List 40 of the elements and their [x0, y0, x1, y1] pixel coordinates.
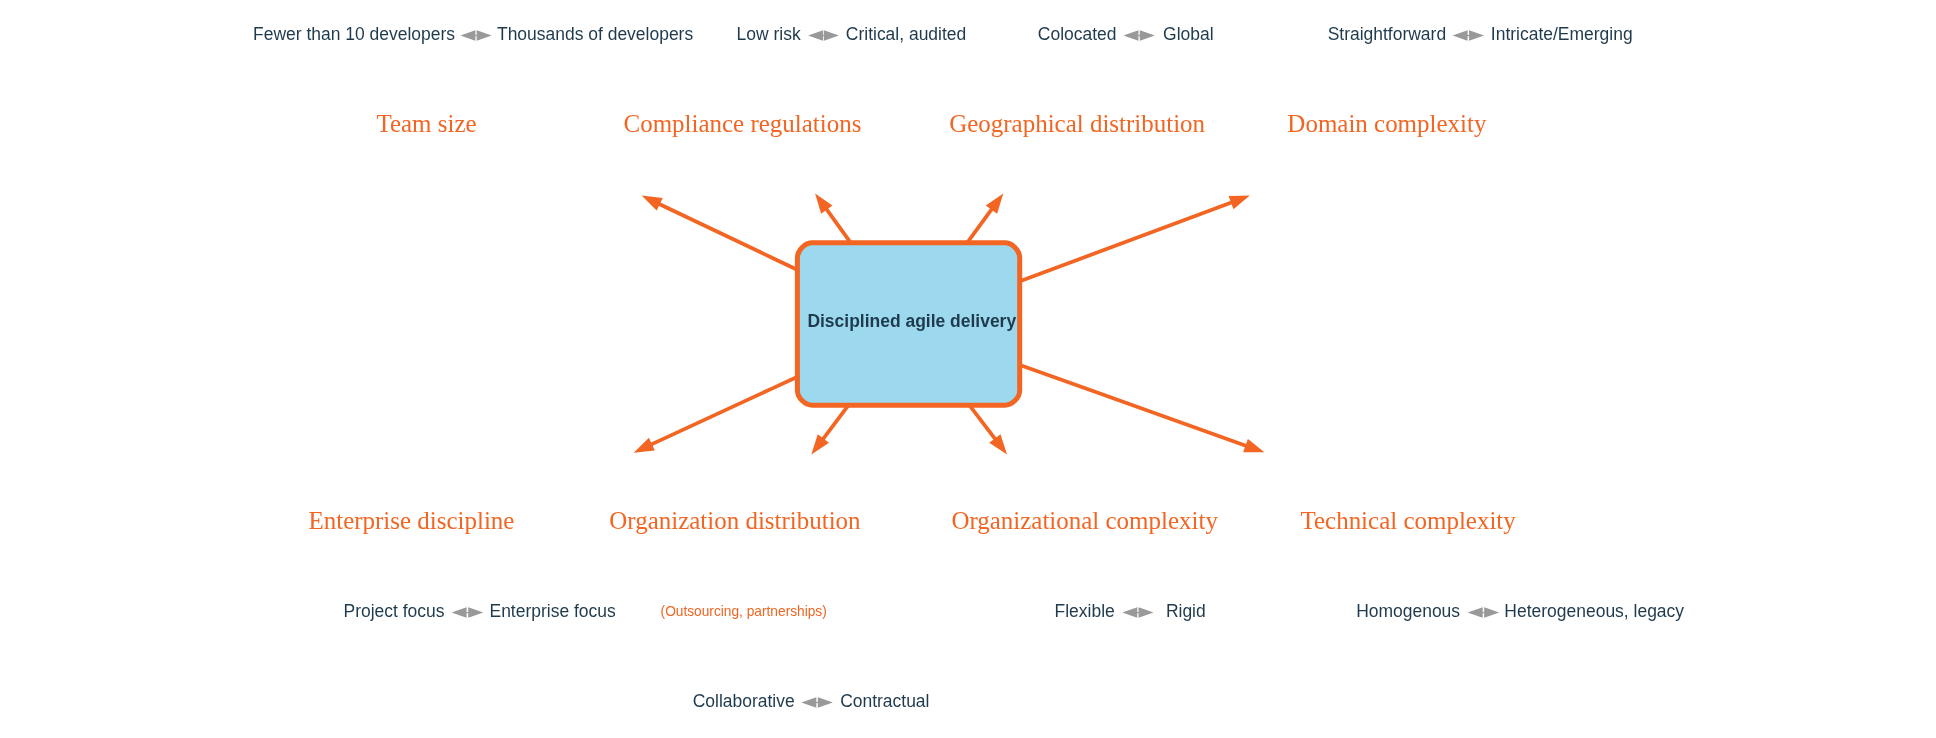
arrow	[967, 404, 1007, 455]
node-text: Heterogeneous, legacy	[1503, 601, 1684, 622]
arrow	[1452, 30, 1484, 41]
node-text: Straightforward	[1327, 24, 1446, 45]
label: Geographical distribution	[948, 109, 1205, 137]
label: Enterprise discipline	[308, 506, 514, 534]
arrow	[814, 193, 852, 244]
label: Organization distribution	[608, 506, 861, 534]
arrow	[800, 697, 833, 708]
arrow	[807, 30, 839, 41]
node-text: Project focus	[343, 601, 444, 622]
arrow	[810, 404, 850, 455]
node-text: Enterprise focus	[488, 601, 616, 622]
node-text: Contractual	[839, 691, 929, 712]
node-text: Thousands of developers	[496, 24, 693, 45]
node-text: Homogenous	[1355, 601, 1460, 622]
label: Domain complexity	[1286, 109, 1486, 137]
label: Organizational complexity	[950, 506, 1218, 534]
arrow	[633, 375, 798, 453]
arrow	[965, 193, 1003, 244]
arrow	[1467, 607, 1499, 618]
node-box: Disciplined agile delivery	[794, 240, 1022, 408]
label: Team size	[375, 109, 477, 137]
arrow	[1121, 607, 1153, 618]
node-text: Critical, audited	[845, 24, 966, 45]
label: Compliance regulations	[623, 109, 861, 137]
arrow	[451, 607, 483, 618]
node-text: Global	[1162, 24, 1214, 45]
label: (Outsourcing, partnerships)	[660, 604, 827, 620]
arrow	[1122, 30, 1155, 41]
node-text: Low risk	[736, 24, 801, 45]
node-text: Intricate/Emerging	[1490, 24, 1633, 45]
arrow	[459, 30, 492, 41]
label: Technical complexity	[1299, 506, 1516, 534]
node-text: Rigid	[1165, 601, 1206, 622]
node-text: Flexible	[1054, 601, 1115, 622]
node-text: Fewer than 10 developers	[252, 24, 455, 45]
arrow	[641, 195, 798, 272]
node-text: Colocated	[1037, 24, 1116, 45]
node-text: Collaborative	[692, 691, 795, 712]
